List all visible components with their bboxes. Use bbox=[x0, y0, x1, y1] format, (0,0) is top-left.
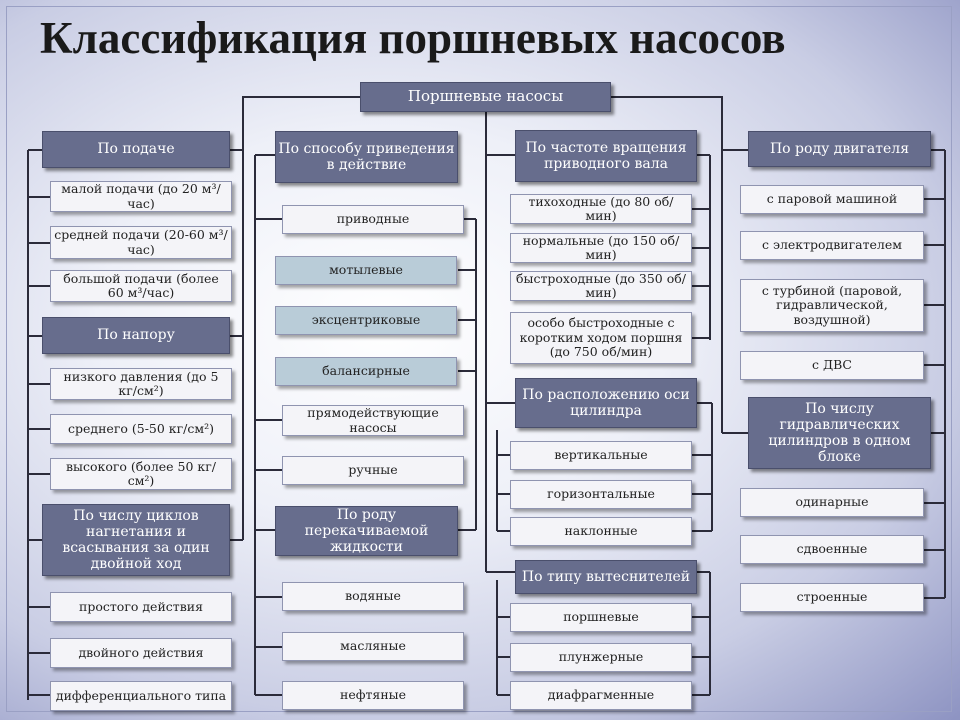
list-item: двойного действия bbox=[50, 638, 232, 668]
list-item: мотылевые bbox=[275, 256, 457, 285]
list-item: ручные bbox=[282, 456, 464, 485]
list-item: поршневые bbox=[510, 603, 692, 632]
list-item: простого действия bbox=[50, 592, 232, 622]
list-item: с электродвигателем bbox=[740, 231, 924, 260]
group-head-cycles: По числу циклов нагнетания и всасывания … bbox=[42, 504, 230, 576]
group-head-rotation: По частоте вращения приводного вала bbox=[515, 130, 697, 182]
list-item: средней подачи (20-60 м³/час) bbox=[50, 226, 232, 259]
list-item: водяные bbox=[282, 582, 464, 611]
slide-frame bbox=[6, 6, 952, 712]
group-head-liquid: По роду перекачиваемой жидкости bbox=[275, 506, 458, 556]
list-item: вертикальные bbox=[510, 441, 692, 470]
group-head-cylinders: По числу гидравлических цилиндров в одно… bbox=[748, 397, 931, 469]
list-item: нормальные (до 150 об/мин) bbox=[510, 233, 692, 263]
list-item: одинарные bbox=[740, 488, 924, 517]
list-item: с турбиной (паровой, гидравлической, воз… bbox=[740, 279, 924, 332]
page-title: Классификация поршневых насосов bbox=[40, 13, 786, 63]
list-item: малой подачи (до 20 м³/час) bbox=[50, 181, 232, 212]
list-item: плунжерные bbox=[510, 643, 692, 672]
list-item: сдвоенные bbox=[740, 535, 924, 564]
list-item: масляные bbox=[282, 632, 464, 661]
list-item: диафрагменные bbox=[510, 681, 692, 710]
list-item: быстроходные (до 350 об/мин) bbox=[510, 271, 692, 301]
list-item: низкого давления (до 5 кг/см²) bbox=[50, 368, 232, 400]
group-head-engine: По роду двигателя bbox=[748, 131, 931, 167]
list-item: с ДВС bbox=[740, 351, 924, 380]
list-item: тихоходные (до 80 об/мин) bbox=[510, 194, 692, 224]
group-head-napor: По напору bbox=[42, 317, 230, 354]
group-head-displacer: По типу вытеснителей bbox=[515, 560, 697, 594]
list-item: приводные bbox=[282, 205, 464, 234]
list-item: горизонтальные bbox=[510, 480, 692, 509]
list-item: строенные bbox=[740, 583, 924, 612]
list-item: эксцентриковые bbox=[275, 306, 457, 335]
list-item: высокого (более 50 кг/см²) bbox=[50, 458, 232, 490]
list-item: большой подачи (более 60 м³/час) bbox=[50, 270, 232, 302]
list-item: нефтяные bbox=[282, 681, 464, 710]
group-head-drive: По способу приведения в действие bbox=[275, 131, 458, 183]
group-head-podacha: По подаче bbox=[42, 131, 230, 168]
list-item: среднего (5-50 кг/см²) bbox=[50, 414, 232, 444]
list-item: прямодействующие насосы bbox=[282, 405, 464, 436]
root-node: Поршневые насосы bbox=[360, 82, 611, 112]
list-item: дифференциального типа bbox=[50, 681, 232, 711]
group-head-axis: По расположению оси цилиндра bbox=[515, 378, 697, 428]
list-item: наклонные bbox=[510, 517, 692, 546]
list-item: с паровой машиной bbox=[740, 185, 924, 214]
list-item: балансирные bbox=[275, 357, 457, 386]
list-item: особо быстроходные с коротким ходом порш… bbox=[510, 312, 692, 364]
